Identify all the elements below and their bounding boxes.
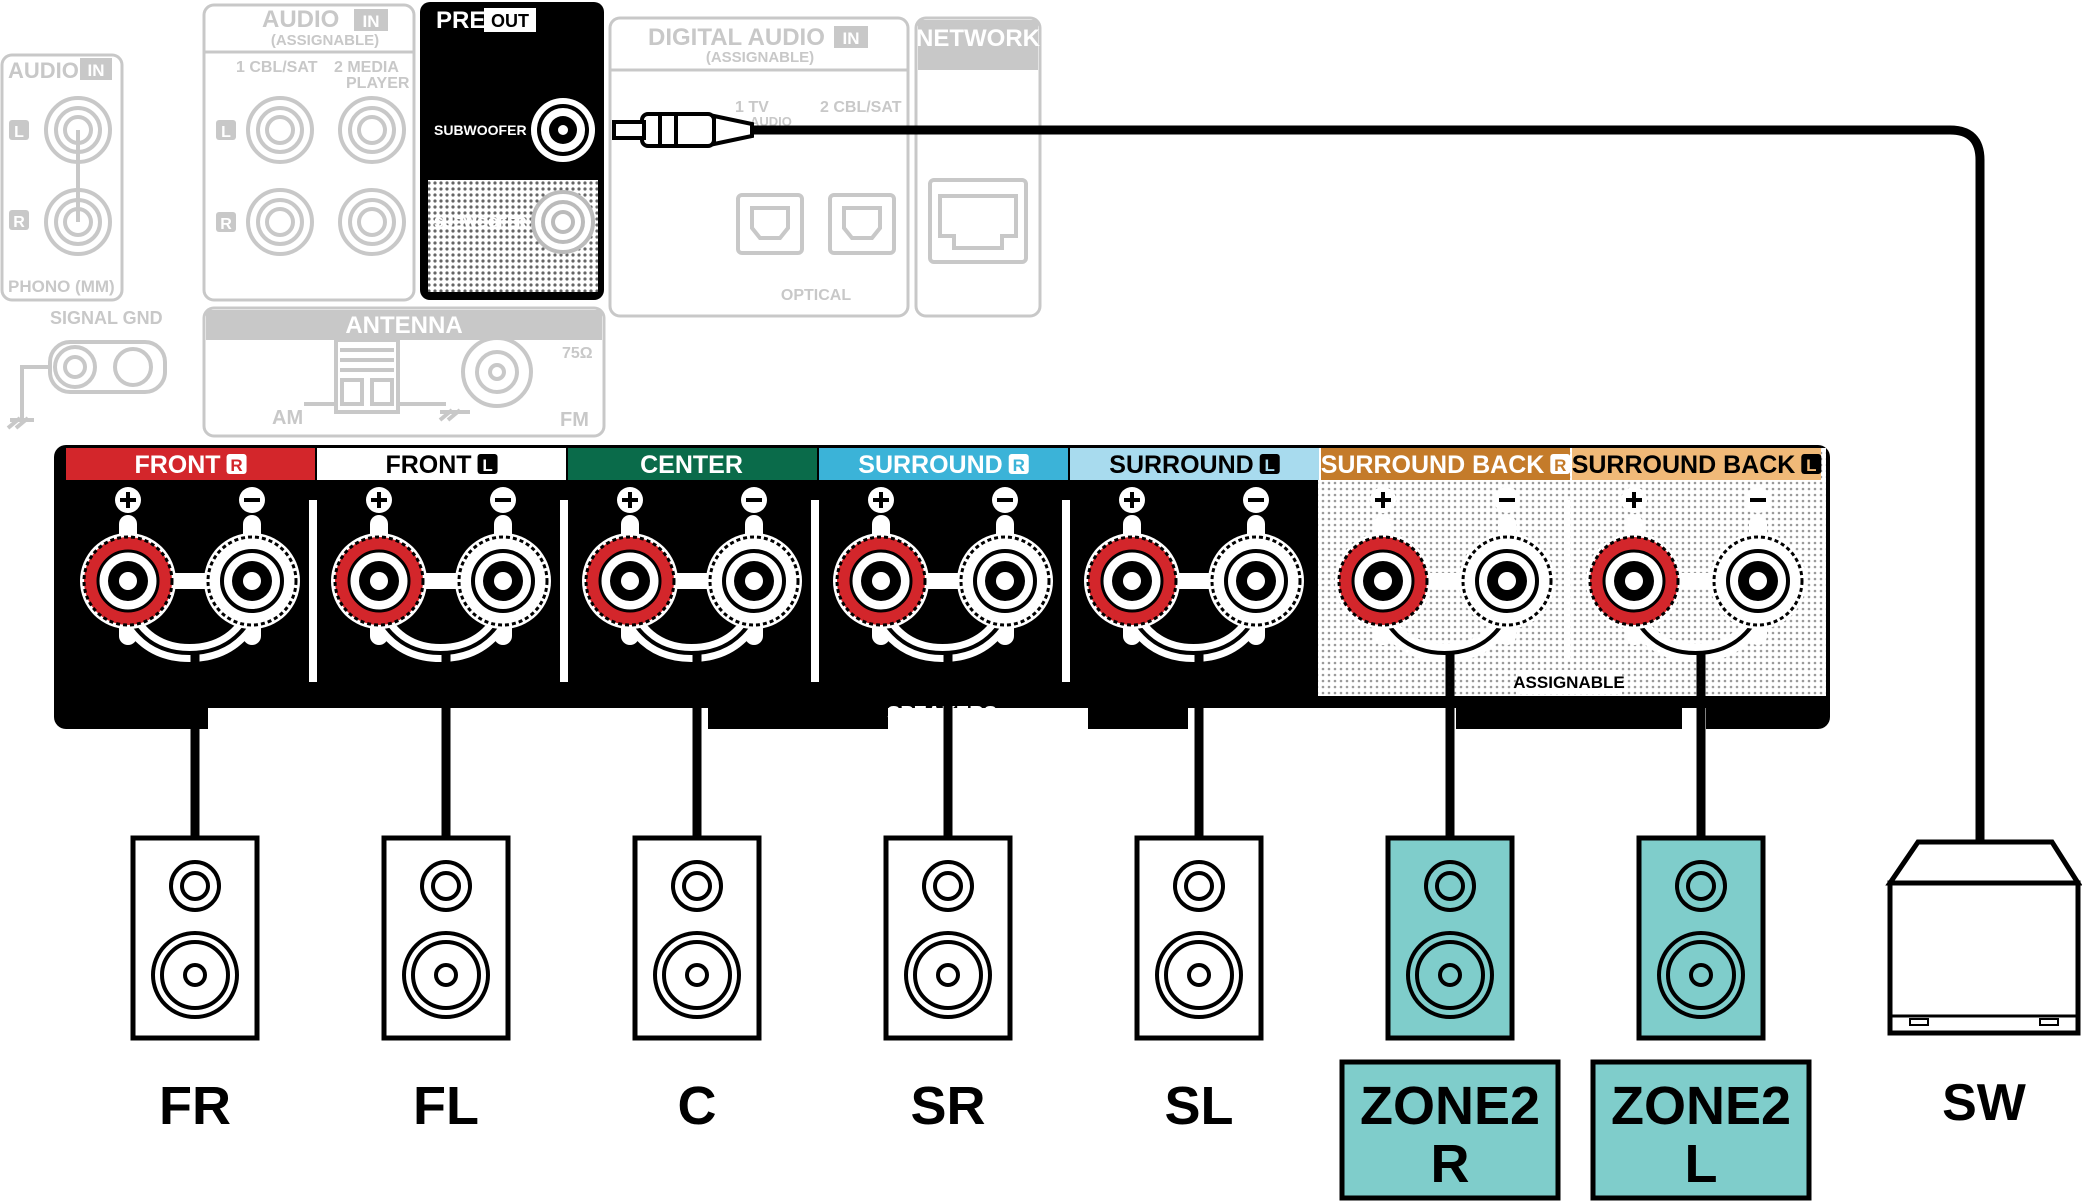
channel-label: FRONT xyxy=(385,451,471,479)
pre-out-title: PRE xyxy=(436,7,485,34)
subwoofer-cable xyxy=(612,112,1985,845)
channel-label: CENTER xyxy=(640,451,743,479)
pre-out-block: PRE OUT SUBWOOFER 1 SUBWOOFER 2 xyxy=(420,2,604,300)
subwoofer1-label: SUBWOOFER 1 xyxy=(434,122,538,138)
speaker-4: SL xyxy=(1134,835,1264,1136)
audio-in-assign-r: R xyxy=(220,216,232,233)
audio-in-r-label: R xyxy=(13,214,25,231)
channel-separator xyxy=(811,500,819,682)
zone-label-line1: ZONE2 xyxy=(1611,1076,1791,1136)
audio-in-badge: IN xyxy=(88,61,105,80)
channel-header-6: SURROUND BACK L xyxy=(1572,448,1822,480)
digital-audio-badge: IN xyxy=(843,29,860,48)
signal-gnd-label: SIGNAL GND xyxy=(50,308,163,328)
speaker-0: FR xyxy=(130,835,260,1136)
channel-separator xyxy=(560,500,568,682)
audio-in-phono-block: AUDIO IN L R PHONO (MM) xyxy=(0,53,124,302)
channel-header-3: SURROUND R xyxy=(819,448,1068,480)
antenna-block: ANTENNA AM FM 75Ω xyxy=(202,306,606,438)
audio-in-assign-sub: (ASSIGNABLE) xyxy=(271,32,379,49)
channel-badge: R xyxy=(230,456,242,475)
digital-col2: 2 CBL/SAT xyxy=(820,99,902,116)
speaker-label: FL xyxy=(413,1076,479,1136)
channel-separator xyxy=(309,500,317,682)
signal-gnd-terminal: SIGNAL GND xyxy=(6,308,167,430)
channel-badge: L xyxy=(482,456,492,475)
speaker-label: FR xyxy=(159,1076,231,1136)
terminal-pair-6 xyxy=(1586,487,1806,663)
speaker-label: SL xyxy=(1164,1076,1233,1136)
assignable-label: ASSIGNABLE xyxy=(1513,673,1624,692)
channel-label: SURROUND xyxy=(858,451,1002,479)
pre-out-badge: OUT xyxy=(491,11,529,31)
zone-label-line1: ZONE2 xyxy=(1360,1076,1540,1136)
subwoofer1-jack xyxy=(531,98,595,162)
speaker-2: C xyxy=(632,835,762,1136)
terminal-pair-2 xyxy=(582,487,802,663)
speaker-label: SR xyxy=(910,1076,985,1136)
digital-audio-title: DIGITAL AUDIO xyxy=(648,24,825,51)
zone-label-box xyxy=(1590,1059,1812,1201)
speaker-terminal-panel: SPEAKERS ASSIGNABLE FRONT R FRONT L CENTER SU… xyxy=(54,445,1830,729)
channel-badge: R xyxy=(1013,456,1025,475)
terminal-pair-4 xyxy=(1084,487,1304,663)
digital-col1: 1 TV xyxy=(735,99,769,116)
subwoofer2-label: SUBWOOFER 2 xyxy=(434,214,538,230)
ohm-label: 75Ω xyxy=(562,345,593,362)
channel-label: SURROUND BACK xyxy=(1321,451,1545,479)
digital-audio-sub: (ASSIGNABLE) xyxy=(706,49,814,66)
channel-header-4: SURROUND L xyxy=(1070,448,1319,480)
channel-header-5: SURROUND BACK R xyxy=(1321,448,1571,480)
audio-in-l-label: L xyxy=(14,124,24,141)
audio-in-assign-l: L xyxy=(221,124,231,141)
audio-in-assign-title: AUDIO xyxy=(262,6,339,33)
channel-badge: L xyxy=(1806,456,1816,475)
channel-badge: R xyxy=(1554,456,1566,475)
phono-label: PHONO (MM) xyxy=(8,277,115,296)
channel-label: SURROUND BACK xyxy=(1572,451,1796,479)
terminal-pair-3 xyxy=(833,487,1053,663)
subwoofer2-jack xyxy=(531,190,595,254)
zone-label-line2: L xyxy=(1685,1134,1718,1194)
optical-label: OPTICAL xyxy=(781,287,851,304)
terminal-pair-0 xyxy=(80,487,300,663)
audio-in-col2a: 2 MEDIA xyxy=(334,59,399,76)
channel-separator xyxy=(1564,500,1570,660)
network-title: NETWORK xyxy=(916,25,1041,52)
channel-label: SURROUND xyxy=(1109,451,1253,479)
channel-header-2: CENTER xyxy=(568,448,817,480)
speaker-label: C xyxy=(678,1076,717,1136)
zone-label-box xyxy=(1339,1059,1561,1201)
channel-header-0: FRONT R xyxy=(66,448,315,480)
speaker-wires xyxy=(190,653,1706,838)
antenna-title: ANTENNA xyxy=(345,312,462,339)
subwoofer-unit: SW xyxy=(1885,839,2082,1132)
audio-in-assignable-block: AUDIO IN (ASSIGNABLE) 1 CBL/SAT 2 MEDIA … xyxy=(202,3,416,302)
audio-in-assign-badge: IN xyxy=(363,12,380,31)
channel-separator xyxy=(1062,500,1070,682)
subwoofer-label: SW xyxy=(1942,1074,2027,1132)
audio-in-col2b: PLAYER xyxy=(346,75,410,92)
am-label: AM xyxy=(272,407,303,429)
channel-label: FRONT xyxy=(134,451,220,479)
channel-header-1: FRONT L xyxy=(317,448,566,480)
audio-in-title: AUDIO xyxy=(8,58,79,83)
channel-badge: L xyxy=(1265,456,1275,475)
fm-label: FM xyxy=(560,409,589,431)
zone-label-line2: R xyxy=(1431,1134,1470,1194)
terminal-pair-1 xyxy=(331,487,551,663)
terminal-pair-5 xyxy=(1335,487,1555,663)
network-block: NETWORK xyxy=(914,16,1042,318)
digital-col1b: AUDIO xyxy=(750,114,792,129)
speaker-1: FL xyxy=(381,835,511,1136)
speaker-3: SR xyxy=(883,835,1013,1136)
digital-audio-block: DIGITAL AUDIO IN (ASSIGNABLE) 1 TV AUDIO… xyxy=(608,16,910,318)
speakers-label: SPEAKERS xyxy=(887,703,997,725)
audio-in-col1: 1 CBL/SAT xyxy=(236,59,318,76)
